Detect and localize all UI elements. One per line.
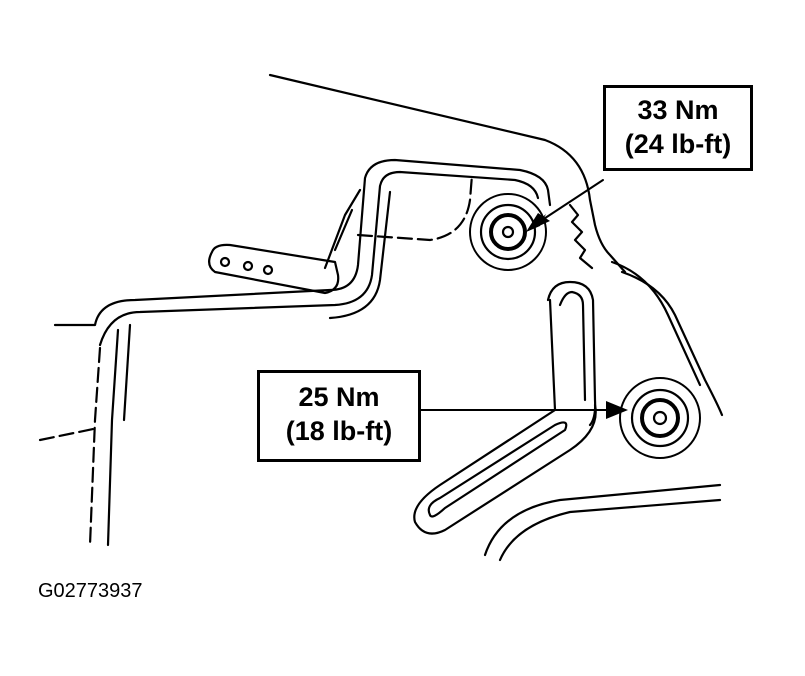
lower-plate-2 xyxy=(498,498,722,562)
lower-plate-1 xyxy=(483,483,722,557)
lower-bolt-mid xyxy=(630,388,690,448)
hidden-line-1 xyxy=(356,173,474,242)
lower-bolt-head xyxy=(640,398,680,438)
upper-bolt-mid xyxy=(479,203,537,261)
diagonal-slot-outer xyxy=(413,298,597,535)
figure-id-label: G02773937 xyxy=(38,580,143,602)
vertical-slot-outer xyxy=(546,280,597,427)
left-rail-inner xyxy=(122,323,132,422)
tab-hole-2 xyxy=(242,260,254,272)
slotted-tab xyxy=(208,243,340,295)
rail-bracket-inner2 xyxy=(328,190,392,320)
upper-torque-callout: 33 Nm (24 lb-ft) xyxy=(603,85,753,171)
toothed-edge xyxy=(568,203,594,270)
lower-torque-lbft: (18 lb-ft) xyxy=(285,415,393,446)
outer-edge-lower xyxy=(620,270,724,417)
tab-hole-3 xyxy=(262,264,274,276)
arm-riser xyxy=(323,188,362,270)
lower-bolt-center xyxy=(652,410,668,426)
hidden-line-3 xyxy=(38,426,100,442)
arm-riser-2 xyxy=(333,208,354,252)
lower-torque-nm: 25 Nm xyxy=(298,382,380,412)
upper-arrowhead-fill xyxy=(526,213,550,232)
diagonal-slot-inner xyxy=(427,421,568,518)
hidden-line-2 xyxy=(88,346,102,547)
upper-bolt-center xyxy=(501,225,515,239)
upper-torque-lbft: (24 lb-ft) xyxy=(624,128,732,159)
outer-edge-line xyxy=(268,73,627,274)
left-rail-outer xyxy=(106,328,120,547)
tab-hole-1 xyxy=(219,256,231,268)
lower-torque-callout: 25 Nm (18 lb-ft) xyxy=(257,370,421,462)
upper-bolt-outer xyxy=(469,193,547,271)
outer-edge-inner xyxy=(610,260,702,387)
rail-bracket-inner xyxy=(98,170,540,347)
lower-bolt-outer xyxy=(619,377,701,459)
vertical-slot-inner xyxy=(558,290,587,402)
upper-torque-nm: 33 Nm xyxy=(637,95,719,125)
upper-bolt-head xyxy=(489,213,527,251)
rail-bracket-outer xyxy=(53,158,552,327)
lower-arrowhead xyxy=(606,401,628,419)
